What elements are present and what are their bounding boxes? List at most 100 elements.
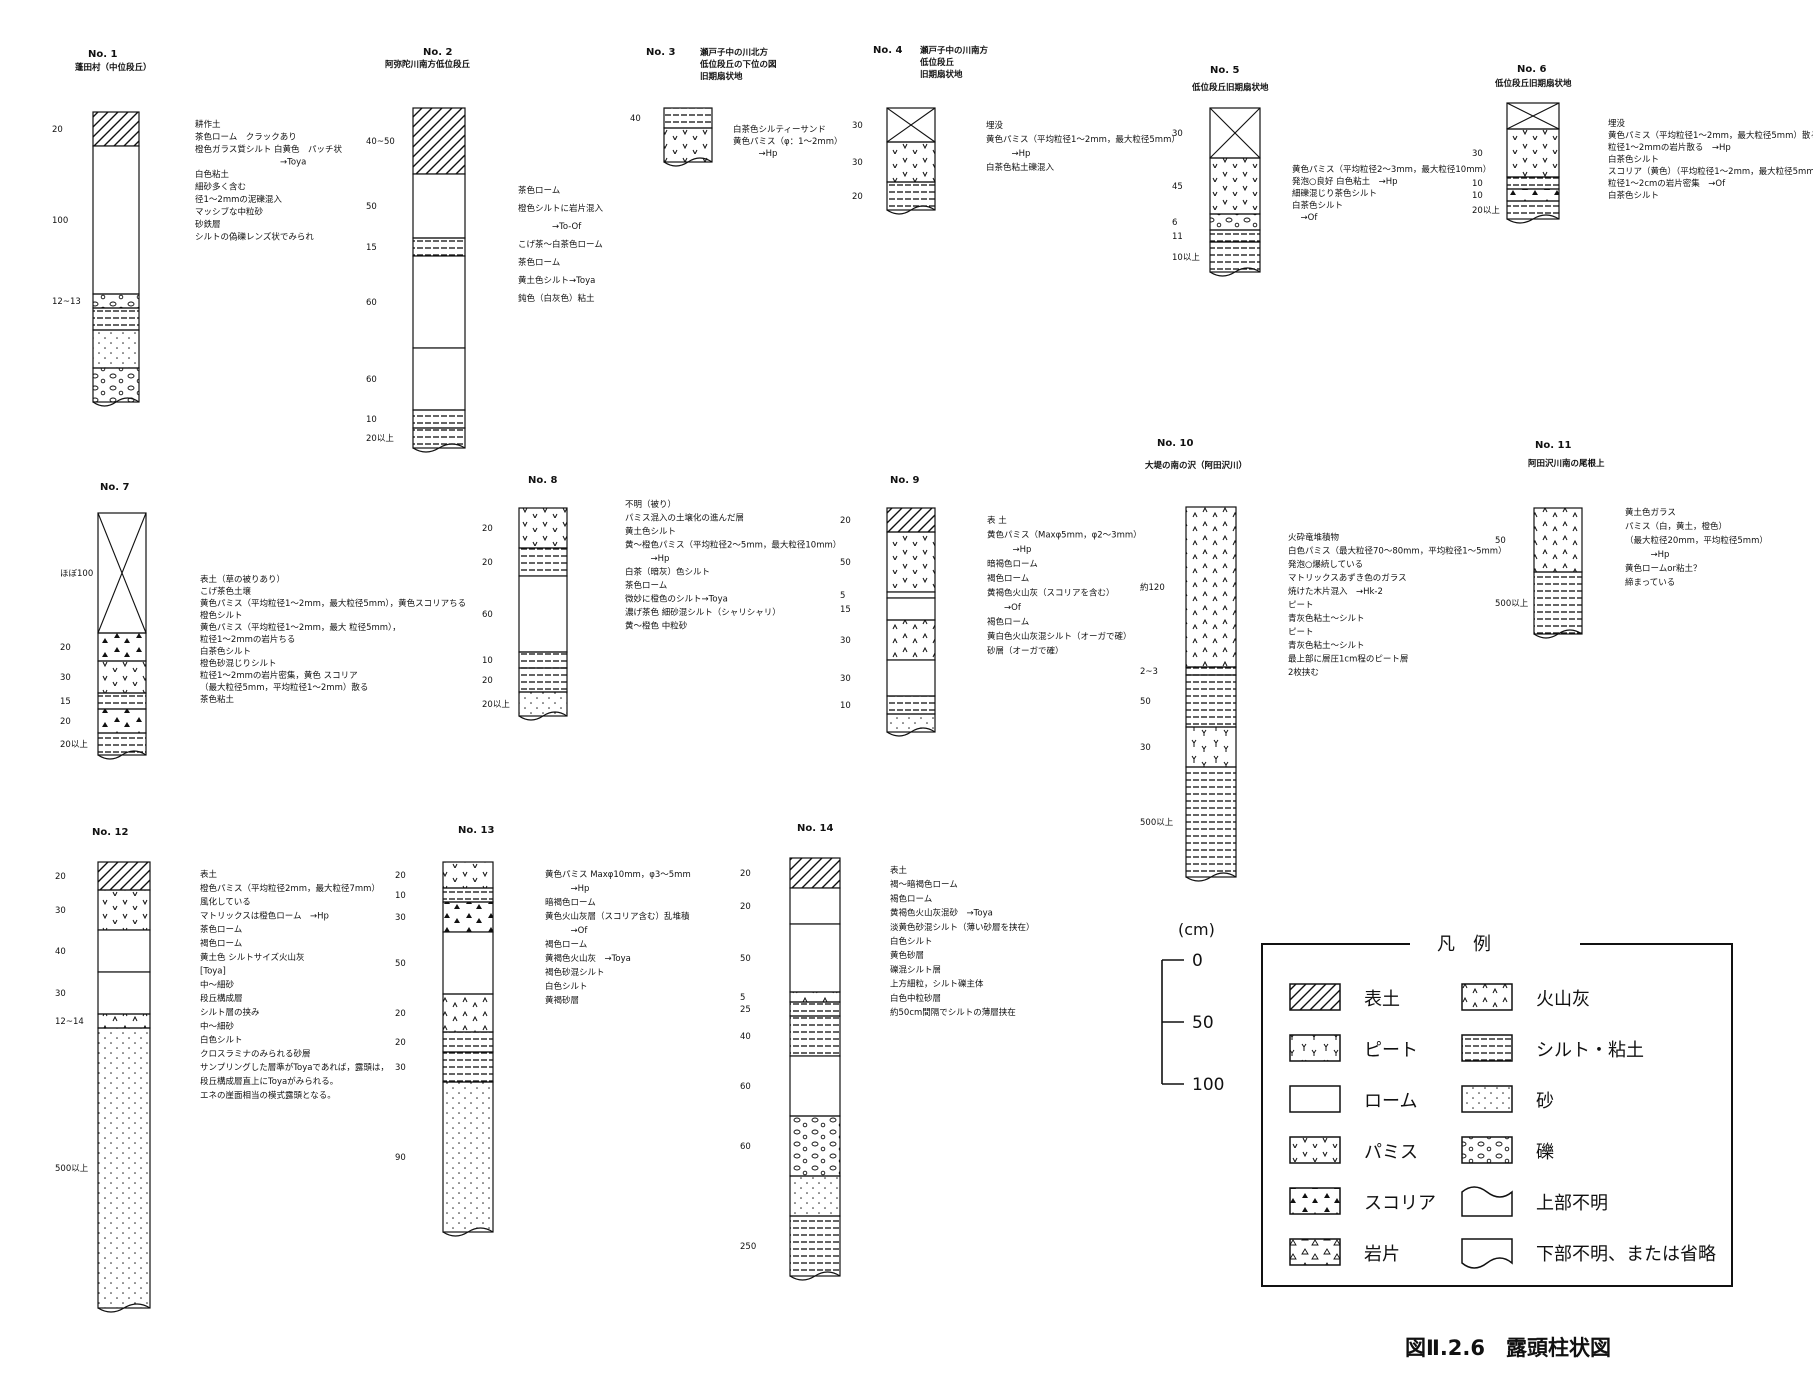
layer-thickness: 30 [395,1063,406,1073]
layer-thickness: 10 [1472,191,1483,201]
layer-thickness: 20 [52,125,63,135]
layer-note: 不明（被り） [625,499,676,510]
layer-silt [886,695,936,715]
layer-note: 白茶（暗灰）色シルト [625,567,710,578]
layer-pumice [442,861,494,889]
layer-note: 埋没 [1608,118,1626,129]
layer-thickness: 20 [482,524,493,534]
layer-note: →Of [545,926,588,936]
layer-thickness: 50 [395,959,406,969]
layer-thickness: 100 [52,216,68,226]
layer-note: 白色シルト [200,1035,243,1046]
layer-silt [663,107,713,129]
legend-label: パミス [1364,1142,1418,1163]
column-bottom-edge [1209,267,1261,277]
layer-note: 表土 [890,865,908,876]
column-bottom-edge [442,1227,494,1237]
layer-silt [92,307,140,331]
column-5: No. 5低位段丘旧期扇状地304561110以上黄色パミス（平均粒径2～3mm… [1172,65,1491,277]
legend-swatch [1289,1238,1341,1266]
layer-thickness: 40 [55,947,66,957]
layer-thickness: 30 [55,906,66,916]
layer-note: 上方細粒，シルト礫主体 [890,979,984,990]
legend-swatch [1289,1085,1341,1113]
layer-gravel [92,367,140,403]
layer-pumice [886,531,936,593]
legend-item-peat: ピート [1289,1034,1418,1062]
legend-swatch [1289,1136,1341,1164]
layer-loam [412,173,466,239]
layer-note: 黄褐色火山灰 →Toya [545,953,631,964]
layer-note: [Toya] [200,967,226,977]
layer-note: 風化している [200,897,251,908]
layer-thickness: 500以上 [1140,818,1174,828]
layer-note: 径1～2mmの泥礫混入 [195,194,282,205]
layer-thickness: 20以上 [1472,206,1500,216]
layer-thickness: 5 [740,993,745,1003]
layer-note: 白茶色シルト [1608,154,1659,165]
column-number: No. 1 [88,49,118,60]
layer-thickness: 15 [366,243,377,253]
layer-note: 黄色パミス（平均粒径1～2mm，最大 粒径5mm）， [200,622,401,633]
layer-note: 白茶色シルティーサンド [733,124,826,135]
legend-label: 下部不明、または省略 [1536,1244,1716,1265]
layer-note: マッシブな中粒砂 [195,207,264,218]
layer-loam [412,255,466,349]
layer-thickness: 20 [395,871,406,881]
layer-thickness: 30 [840,674,851,684]
layer-note: 締まっている [1625,577,1675,588]
layer-note: 白茶色シルト [1608,190,1659,201]
layer-thickness: 50 [740,954,751,964]
layer-note: 黄白色火山灰混シルト（オーガで確） [987,631,1132,642]
layer-silt [412,237,466,257]
layer-note: 褐色ローム [890,893,932,904]
column-number: No. 7 [100,482,130,493]
layer-thickness: 20 [55,872,66,882]
legend-swatch [1461,983,1513,1011]
layer-thickness: 20 [60,717,71,727]
layer-thickness: 500以上 [1495,599,1529,609]
layer-thickness: 20 [482,676,493,686]
column-title: 瀬戸子中の川南方 [920,45,989,56]
layer-thickness: 500以上 [55,1164,89,1174]
layer-note: 褐～暗褐色ローム [890,879,958,890]
layer-note: 茶色ローム [518,185,560,196]
layer-note: 暗褐色ローム [545,897,596,908]
layer-thickness: 40 [630,114,641,124]
layer-sand [886,713,936,733]
layer-note: 粒径1～2mmの岩片ちる [200,634,295,645]
layer-note: 褐色ローム [200,938,242,949]
layer-note: 茶色ローム [625,580,667,591]
layer-thickness: 10 [395,891,406,901]
scale-tick-label: 0 [1192,951,1203,971]
layer-silt [518,547,568,577]
layer-pumice [97,660,147,694]
layer-note: 黄色火山灰層（スコリア含む）乱堆積 [545,911,690,922]
layer-note: →Toya [195,158,306,168]
layer-note: マトリックスは橙色ローム →Hp [200,910,329,921]
layer-thickness: 20以上 [482,700,510,710]
column-bottom-edge [886,205,936,215]
layer-thickness: 11 [1172,232,1183,242]
column-12: No. 122030403012~14500以上表土橙色パミス（平均粒径2mm，… [55,827,389,1313]
column-14: No. 14202050525406060250表土褐～暗褐色ローム褐色ローム黄… [740,823,1035,1281]
layer-thickness: 20 [395,1009,406,1019]
column-10: No. 10大堤の南の沢（阿田沢川）約1202~35030500以上火砕竜堆積物… [1140,438,1507,882]
layer-note: 茶色粘土 [200,694,235,705]
layer-thickness: 20 [60,643,71,653]
layer-note: 褐色砂混シルト [545,967,605,978]
layer-note: 白色中粒砂層 [890,993,941,1004]
layer-soil [412,107,466,175]
layer-thickness: 5 [840,591,845,601]
layer-note: 細砂多く含む [195,182,246,193]
layer-note: シルト層の挟み [200,1007,260,1018]
layer-note: 青灰色粘土～シルト [1288,613,1365,624]
layer-note: こげ茶～白茶色ローム [518,239,603,250]
column-number: No. 3 [646,47,676,58]
column-title: 低位段丘旧期扇状地 [1191,82,1269,93]
layer-note: 粒径1～2cmの岩片密集 →Of [1608,178,1726,189]
layer-thickness: 20 [395,1038,406,1048]
layer-pumice [886,141,936,183]
